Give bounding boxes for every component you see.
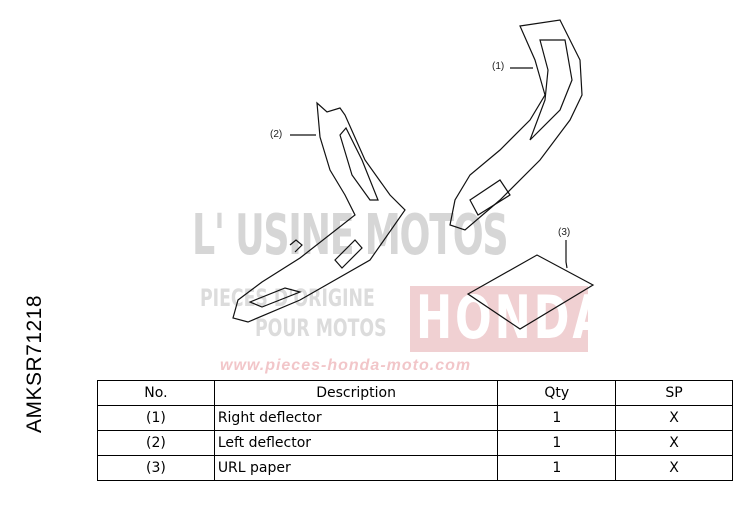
cell-description: Left deflector [213,430,499,456]
watermark-url: www.pieces-honda-moto.com [220,357,472,374]
cell-sp: X [615,455,733,481]
cell-no: (3) [97,455,215,481]
table-row: (2) Left deflector 1 X [97,430,733,456]
left-deflector-drawing [232,101,406,323]
cell-qty: 1 [497,430,617,456]
callout-2: (2) [270,129,283,140]
cell-sp: X [615,430,733,456]
watermark-line2: PIECES D'ORIGINE [200,284,375,312]
watermark-line1: L' USINE MOTOS [192,203,509,268]
header-description: Description [213,380,499,406]
callout-line-3 [565,240,568,269]
cell-description: Right deflector [213,405,499,431]
table-row: (3) URL paper 1 X [97,455,733,481]
watermark-line3: POUR MOTOS [255,314,387,342]
callout-3: (3) [558,227,571,238]
parts-table: No. Description Qty SP (1) Right deflect… [97,380,733,481]
right-deflector-drawing [449,19,583,231]
cell-description: URL paper [213,455,499,481]
header-sp: SP [615,380,733,406]
cell-no: (2) [97,430,215,456]
watermark-brand-box: HONDA [410,286,588,352]
cell-sp: X [615,405,733,431]
watermark-brand: HONDA [416,286,588,352]
cell-qty: 1 [497,455,617,481]
table-row: (1) Right deflector 1 X [97,405,733,431]
url-paper-drawing [466,254,595,330]
cell-no: (1) [97,405,215,431]
header-qty: Qty [497,380,617,406]
table-header-row: No. Description Qty SP [97,380,733,406]
cell-qty: 1 [497,405,617,431]
callout-1: (1) [492,61,505,72]
header-no: No. [97,380,215,406]
